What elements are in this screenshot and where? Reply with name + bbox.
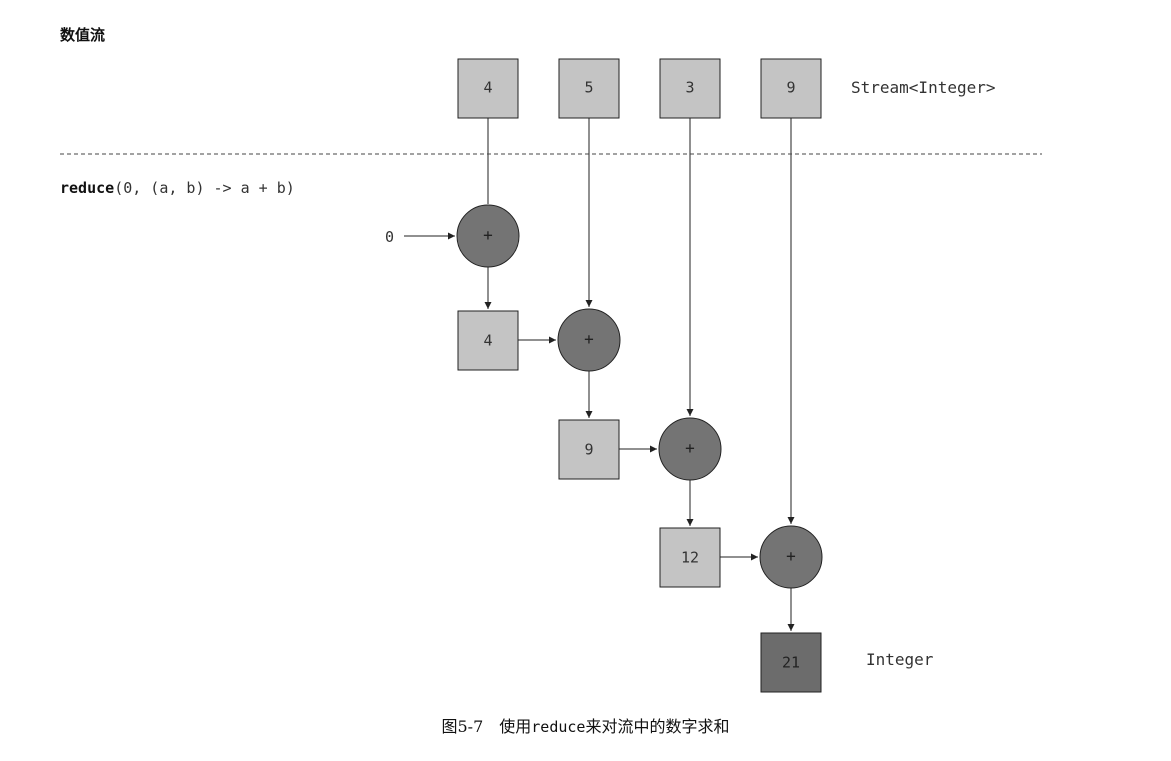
result-type-label: Integer bbox=[866, 650, 934, 669]
stream-type-label: Stream<Integer> bbox=[851, 78, 996, 97]
input-box-4: 9 bbox=[760, 58, 822, 119]
caption-prefix: 图5-7 使用 bbox=[441, 717, 532, 736]
plus-symbol-2: + bbox=[584, 330, 594, 349]
reduce-signature: reduce(0, (a, b) -> a + b) bbox=[60, 179, 295, 197]
caption-suffix: 来对流中的数字求和 bbox=[585, 717, 730, 736]
header-title: 数值流 bbox=[60, 26, 106, 44]
partial-box-1: 4 bbox=[457, 310, 519, 371]
plus-operator-1: + bbox=[456, 204, 520, 268]
plus-symbol-4: + bbox=[786, 547, 796, 566]
input-box-1: 4 bbox=[457, 58, 519, 119]
partial-box-2: 9 bbox=[558, 419, 620, 480]
plus-operator-3: + bbox=[658, 417, 722, 481]
input-value-2: 5 bbox=[584, 79, 593, 97]
plus-symbol-1: + bbox=[483, 226, 493, 245]
partial-value-1: 4 bbox=[483, 332, 492, 350]
partial-box-3: 12 bbox=[659, 527, 721, 588]
result-value: 21 bbox=[782, 654, 800, 672]
input-value-1: 4 bbox=[483, 79, 492, 97]
input-value-4: 9 bbox=[786, 79, 795, 97]
input-box-3: 3 bbox=[659, 58, 721, 119]
result-box: 21 bbox=[760, 632, 822, 693]
figure-caption: 图5-7 使用reduce来对流中的数字求和 bbox=[0, 713, 1171, 737]
plus-operator-2: + bbox=[557, 308, 621, 372]
reduce-method: reduce bbox=[60, 179, 114, 197]
partial-value-2: 9 bbox=[584, 441, 593, 459]
initial-value: 0 bbox=[385, 228, 394, 246]
caption-code: reduce bbox=[531, 718, 586, 736]
connectors bbox=[404, 118, 795, 631]
input-value-3: 3 bbox=[685, 79, 694, 97]
partial-value-3: 12 bbox=[681, 549, 699, 567]
plus-symbol-3: + bbox=[685, 439, 695, 458]
plus-operator-4: + bbox=[759, 525, 823, 589]
input-box-2: 5 bbox=[558, 58, 620, 119]
reduce-args: (0, (a, b) -> a + b) bbox=[114, 179, 295, 197]
